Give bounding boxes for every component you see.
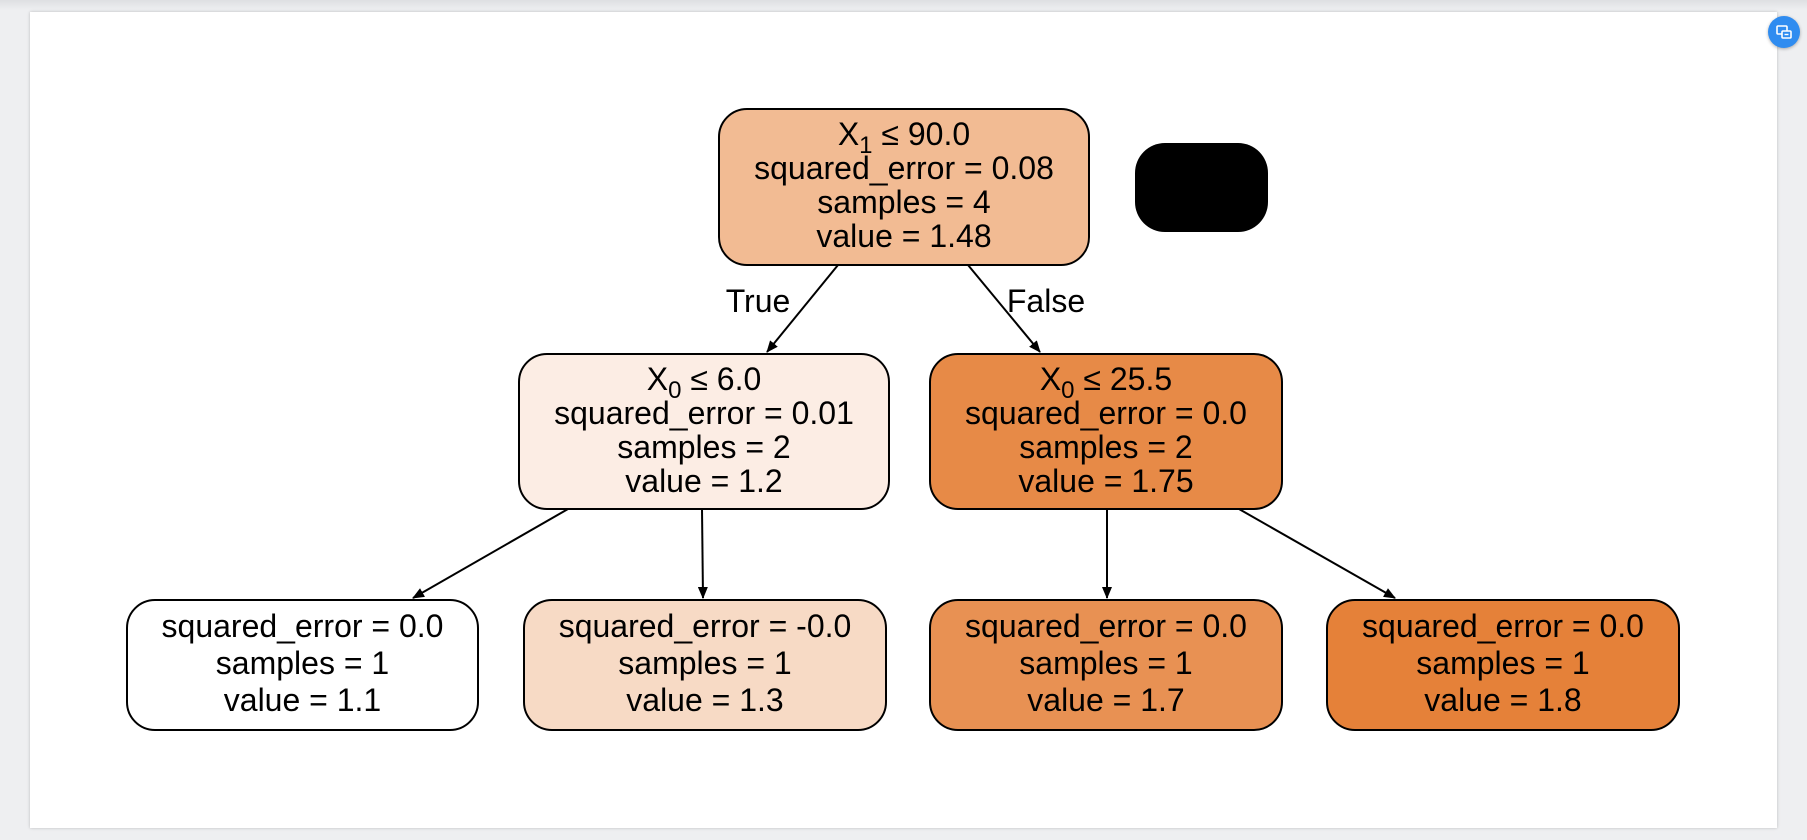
- edge-root-n1: [766, 264, 839, 353]
- edge-n2-n6: [1238, 508, 1396, 599]
- node-value-text: value = 1.3: [626, 682, 783, 718]
- split-variable-index: 1: [859, 132, 872, 159]
- redaction-box: [1135, 143, 1268, 232]
- node-squared-error-text: squared_error = -0.0: [559, 608, 852, 644]
- node-squared-error-text: squared_error = 0.0: [965, 608, 1247, 644]
- edge-label-false: False: [1007, 283, 1085, 319]
- node-samples-text: samples = 2: [1019, 429, 1192, 465]
- node-box: [1326, 599, 1680, 731]
- node-samples-text: samples = 1: [1416, 645, 1589, 681]
- split-variable: X: [838, 116, 859, 152]
- node-split-condition: X0 ≤ 25.5: [1040, 361, 1172, 404]
- node-value-text: value = 1.48: [816, 218, 991, 254]
- node-value-text: value = 1.75: [1018, 463, 1193, 499]
- node-squared-error-text: squared_error = 0.08: [754, 150, 1054, 186]
- split-variable: X: [1040, 361, 1061, 397]
- split-variable-index: 0: [668, 377, 681, 404]
- split-threshold: ≤ 25.5: [1075, 361, 1173, 397]
- edge-root-n2: [967, 264, 1041, 353]
- node-value-text: value = 1.1: [224, 682, 381, 718]
- split-variable-index: 0: [1061, 377, 1074, 404]
- node-squared-error-text: squared_error = 0.0: [1362, 608, 1644, 644]
- edge-label-true: True: [726, 283, 791, 319]
- node-box: [718, 108, 1090, 266]
- node-squared-error-text: squared_error = 0.0: [162, 608, 444, 644]
- split-variable: X: [647, 361, 668, 397]
- edge-n1-n4: [697, 508, 708, 599]
- node-box: [126, 599, 479, 731]
- edge-n1-n3: [412, 508, 569, 599]
- node-split-condition: X0 ≤ 6.0: [647, 361, 762, 404]
- screenshot-icon: [1776, 25, 1792, 39]
- node-squared-error-text: squared_error = 0.0: [965, 395, 1247, 431]
- node-split-condition: X1 ≤ 90.0: [838, 116, 970, 159]
- node-squared-error-text: squared_error = 0.01: [554, 395, 854, 431]
- node-value-text: value = 1.7: [1027, 682, 1184, 718]
- node-samples-text: samples = 2: [617, 429, 790, 465]
- window-top-bar: [0, 0, 1807, 10]
- split-threshold: ≤ 90.0: [873, 116, 971, 152]
- float-action-button[interactable]: [1768, 16, 1800, 48]
- node-box: [518, 353, 890, 510]
- node-box: [929, 353, 1283, 510]
- node-samples-text: samples = 1: [1019, 645, 1192, 681]
- node-box: [523, 599, 887, 731]
- node-value-text: value = 1.8: [1424, 682, 1581, 718]
- node-samples-text: samples = 1: [618, 645, 791, 681]
- node-samples-text: samples = 4: [817, 184, 990, 220]
- node-box: [929, 599, 1283, 731]
- split-threshold: ≤ 6.0: [681, 361, 761, 397]
- node-samples-text: samples = 1: [216, 645, 389, 681]
- node-value-text: value = 1.2: [625, 463, 782, 499]
